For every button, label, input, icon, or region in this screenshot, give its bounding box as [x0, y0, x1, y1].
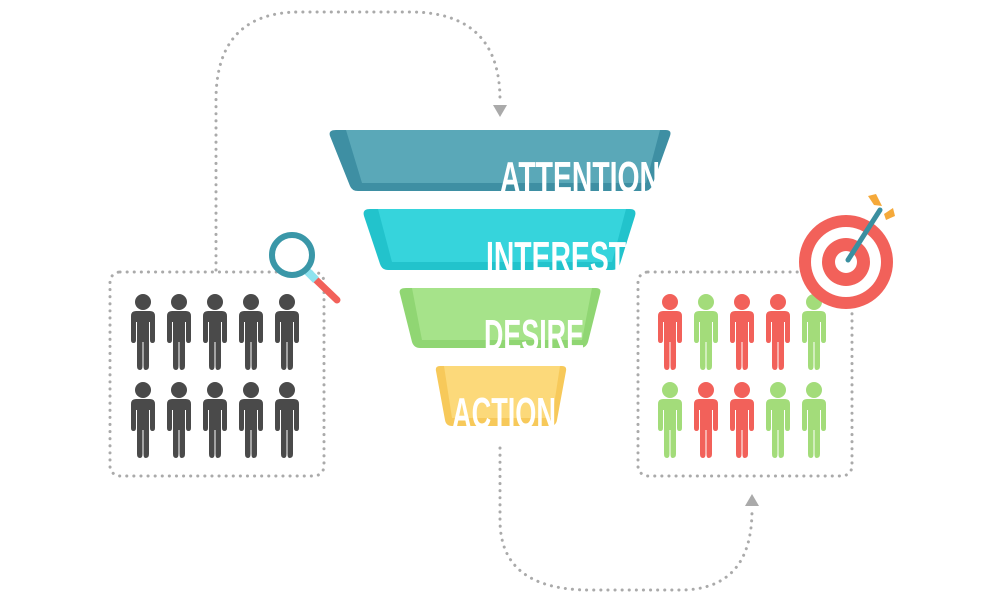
person-icon: [694, 294, 718, 370]
person-icon: [239, 382, 263, 458]
person-icon: [275, 294, 299, 370]
person-icon: [167, 294, 191, 370]
right-group-box: [636, 270, 854, 478]
stage-label: ATTENTION: [500, 153, 660, 202]
person-icon: [802, 382, 826, 458]
stage-label: INTEREST: [486, 233, 626, 282]
arrow-up-icon: [745, 494, 759, 506]
person-icon: [766, 382, 790, 458]
person-icon: [167, 382, 191, 458]
person-icon: [730, 294, 754, 370]
target-icon: [799, 194, 895, 309]
person-icon: [802, 294, 826, 370]
person-icon: [658, 294, 682, 370]
magnifier-icon: [269, 232, 341, 304]
person-icon: [131, 294, 155, 370]
person-icon: [766, 294, 790, 370]
person-icon: [275, 382, 299, 458]
left-group-box: [108, 270, 326, 478]
bottom-connector: [498, 446, 754, 592]
person-icon: [239, 294, 263, 370]
person-icon: [694, 382, 718, 458]
person-icon: [203, 294, 227, 370]
funnel-stage-desire: DESIRE: [399, 288, 601, 360]
funnel-stage-interest: INTEREST: [363, 209, 636, 282]
stage-label: DESIRE: [484, 311, 584, 360]
right-people: [658, 294, 826, 458]
stage-label: ACTION: [452, 389, 556, 438]
funnel-stage-attention: ATTENTION: [329, 130, 671, 202]
funnel-stage-action: ACTION: [435, 366, 567, 438]
funnel: ATTENTION INTEREST DESIRE ACTION: [329, 130, 671, 438]
arrow-down-icon: [493, 105, 507, 117]
person-icon: [203, 382, 227, 458]
person-icon: [131, 382, 155, 458]
person-icon: [658, 382, 682, 458]
person-icon: [730, 382, 754, 458]
left-people: [131, 294, 299, 458]
